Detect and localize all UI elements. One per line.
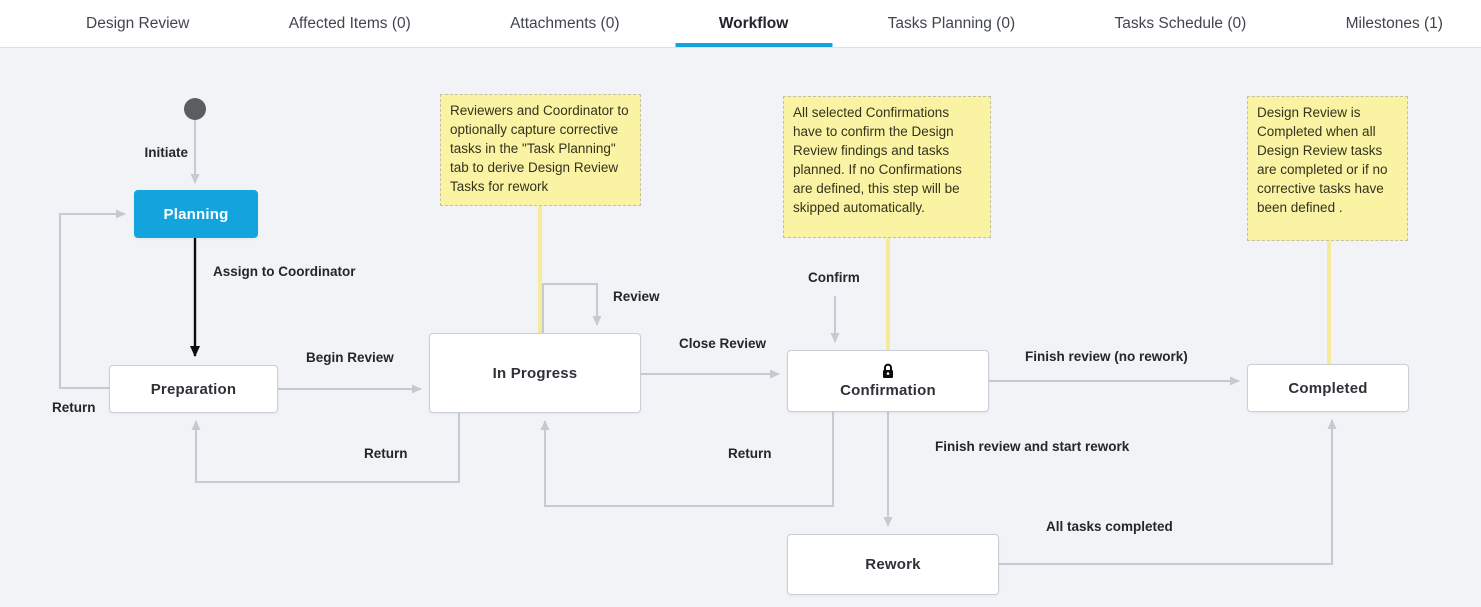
state-preparation[interactable]: Preparation: [109, 365, 278, 413]
tab-design-review[interactable]: Design Review: [76, 0, 199, 47]
tab-label: Design Review: [86, 14, 190, 32]
transition-label-return-to-in-progress: Return: [728, 446, 772, 461]
tab-label: Attachments (0): [510, 14, 620, 32]
tab-label: Affected Items (0): [288, 14, 411, 32]
workflow-note-confirmations: All selected Confirmations have to confi…: [783, 96, 991, 238]
tab-milestones[interactable]: Milestones (1): [1336, 0, 1453, 47]
transition-label-return-to-preparation: Return: [364, 446, 408, 461]
tab-label: Milestones (1): [1345, 14, 1443, 32]
tab-affected-items[interactable]: Affected Items (0): [279, 0, 421, 47]
state-rework[interactable]: Rework: [787, 534, 999, 595]
state-label: Rework: [865, 556, 921, 573]
state-in-progress[interactable]: In Progress: [429, 333, 641, 413]
workflow-note-task-planning: Reviewers and Coordinator to optionally …: [440, 94, 641, 206]
transition-label-begin-review: Begin Review: [306, 350, 394, 365]
state-label: Confirmation: [840, 382, 936, 399]
tab-label: Tasks Planning (0): [887, 14, 1016, 32]
transition-label-finish-no-rework: Finish review (no rework): [1025, 349, 1188, 364]
state-confirmation[interactable]: Confirmation: [787, 350, 989, 412]
state-completed[interactable]: Completed: [1247, 364, 1409, 412]
transition-label-close-review: Close Review: [679, 336, 767, 351]
state-planning[interactable]: Planning: [134, 190, 258, 238]
transition-label-assign-to-coordinator: Assign to Coordinator: [213, 264, 356, 279]
state-label: Completed: [1288, 379, 1368, 397]
tab-label: Tasks Schedule (0): [1114, 14, 1247, 32]
lock-icon: [883, 363, 893, 378]
tab-tasks-schedule[interactable]: Tasks Schedule (0): [1104, 0, 1256, 47]
start-node[interactable]: [184, 98, 206, 120]
connector-layer: [59, 120, 1337, 565]
tab-tasks-planning[interactable]: Tasks Planning (0): [878, 0, 1026, 47]
active-tab-indicator: [675, 43, 833, 47]
tab-attachments[interactable]: Attachments (0): [500, 0, 629, 47]
workflow-note-completed: Design Review is Completed when all Desi…: [1247, 96, 1408, 241]
tab-bar: Design Review Affected Items (0) Attachm…: [0, 0, 1481, 48]
state-label: Planning: [163, 205, 229, 223]
transition-label-confirm: Confirm: [808, 270, 860, 285]
tab-label: Workflow: [718, 14, 789, 32]
state-label: Preparation: [150, 380, 237, 398]
tab-workflow[interactable]: Workflow: [675, 0, 833, 47]
state-label: In Progress: [492, 364, 578, 382]
transition-label-return-to-planning: Return: [52, 400, 96, 415]
workflow-diagram: Reviewers and Coordinator to optionally …: [0, 48, 1481, 607]
transition-label-all-tasks-completed: All tasks completed: [1046, 519, 1173, 534]
transition-label-finish-start-rework: Finish review and start rework: [935, 439, 1130, 454]
transition-label-initiate: Initiate: [144, 145, 188, 160]
transition-label-review: Review: [613, 289, 660, 304]
